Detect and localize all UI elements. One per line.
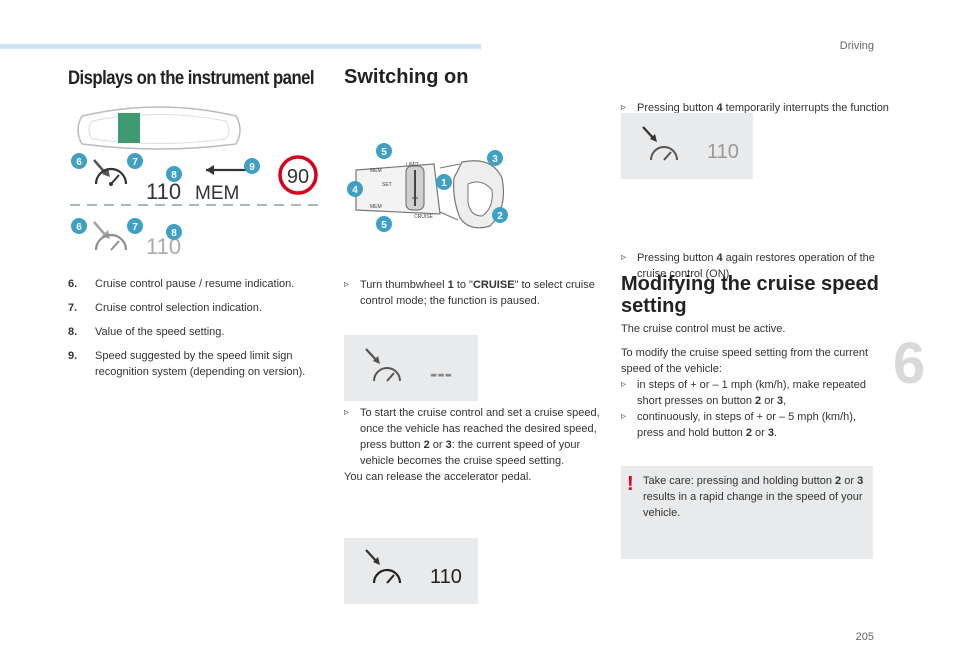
bullet-thumbwheel: ▹ Turn thumbwheel 1 to "CRUISE" to selec… (344, 279, 595, 307)
warning-text: Take care: pressing and holding button 2… (643, 475, 864, 519)
bullet-arrow-icon: ▹ (621, 252, 627, 263)
bullet-arrow-icon: ▹ (621, 411, 627, 422)
bullet-short-press: ▹ in steps of + or – 1 mph (km/h), make … (621, 379, 866, 407)
list-item: 6.Cruise control pause / resume indicati… (68, 278, 295, 290)
right-title: Modifying the cruise speed setting (621, 273, 879, 317)
svg-text:1: 1 (441, 178, 447, 189)
paragraph: To modify the cruise speed setting from … (621, 347, 869, 375)
svg-text:---: --- (430, 361, 452, 386)
svg-text:5: 5 (381, 147, 387, 158)
modify-text: The cruise control must be active. To mo… (621, 321, 876, 441)
cruise-control-icon (642, 126, 678, 161)
left-title: Displays on the instrument panel (68, 68, 315, 89)
svg-text:MEM: MEM (370, 168, 382, 174)
svg-text:9: 9 (249, 162, 255, 173)
warning-box: ! Take care: pressing and holding button… (621, 466, 873, 559)
svg-text:CRUISE: CRUISE (414, 214, 434, 220)
section-label: Driving (839, 40, 874, 52)
middle-steps: ▹ To start the cruise control and set a … (344, 405, 600, 485)
bullet-start-cruise: ▹ To start the cruise control and set a … (344, 407, 600, 467)
instrument-panel-illustration: 110 MEM 90 110 6 7 8 9 6 7 8 (64, 100, 324, 260)
svg-text:7: 7 (132, 222, 138, 233)
svg-text:6: 6 (76, 222, 82, 233)
cruise-control-paused-icon (93, 221, 128, 251)
svg-text:MEM: MEM (370, 204, 382, 210)
steering-stalk-illustration: MEM LIMIT SET CRUISE MEM 1 2 3 4 5 5 (342, 138, 512, 238)
svg-text:5: 5 (381, 220, 387, 231)
cruise-control-icon (93, 159, 128, 186)
svg-text:3: 3 (492, 154, 498, 165)
list-item: 7.Cruise control selection indication. (68, 302, 262, 314)
middle-title: Switching on (344, 66, 469, 88)
bullet-arrow-icon: ▹ (344, 407, 350, 418)
svg-text:MEM: MEM (195, 183, 239, 204)
display-active: 110 (344, 538, 478, 604)
stalk-icon: MEM LIMIT SET CRUISE MEM (355, 160, 505, 229)
legend-list: 6.Cruise control pause / resume indicati… (68, 276, 320, 388)
bullet-arrow-icon: ▹ (621, 379, 627, 390)
svg-text:2: 2 (497, 211, 503, 222)
header-bar (0, 44, 481, 49)
cruise-control-icon (365, 549, 402, 584)
bullet-restore: ▹ Pressing button 4 again restores opera… (621, 252, 875, 280)
page-number: 205 (855, 631, 874, 643)
release-pedal-text: You can release the accelerator pedal. (344, 471, 532, 483)
bullet-arrow-icon: ▹ (621, 102, 627, 113)
svg-text:8: 8 (171, 228, 177, 239)
speed-limit-sign-icon: 90 (278, 155, 318, 195)
svg-text:6: 6 (76, 157, 82, 168)
warning-exclamation-icon: ! (627, 473, 634, 495)
svg-text:110: 110 (707, 141, 739, 163)
svg-text:SET: SET (382, 182, 392, 188)
bullet-arrow-icon: ▹ (344, 279, 350, 290)
list-item: 9.Speed suggested by the speed limit sig… (68, 350, 306, 378)
svg-text:110: 110 (430, 566, 462, 588)
display-pause: 110 (621, 113, 753, 179)
svg-text:8: 8 (171, 170, 177, 181)
paragraph: The cruise control must be active. (621, 323, 786, 335)
instrument-cluster-icon (77, 106, 241, 150)
svg-text:7: 7 (132, 157, 138, 168)
list-item: 8.Value of the speed setting. (68, 326, 225, 338)
display-paused: --- (344, 335, 478, 401)
chapter-number: 6 (893, 331, 926, 396)
svg-text:110: 110 (146, 179, 181, 204)
svg-text:90: 90 (287, 166, 309, 188)
svg-text:LIMIT: LIMIT (406, 162, 419, 168)
bullet-hold: ▹ continuously, in steps of + or – 5 mph… (621, 411, 856, 439)
svg-text:4: 4 (352, 185, 358, 196)
cruise-control-icon (365, 348, 401, 382)
